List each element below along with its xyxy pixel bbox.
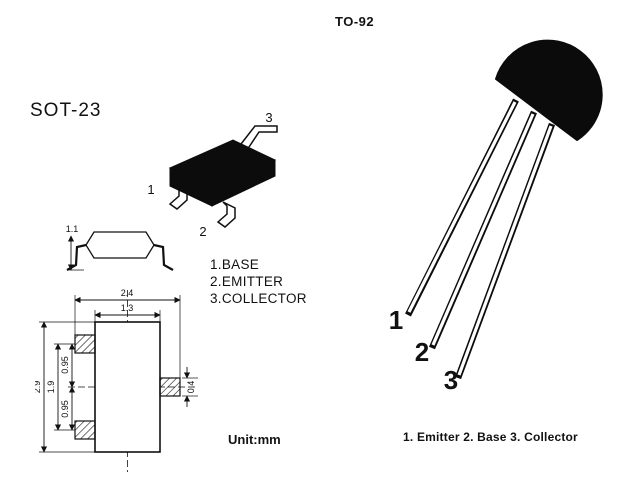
sot23-3d-pin2-label: 2 bbox=[199, 224, 206, 239]
sot23-pin-function-list: 1.BASE 2.EMITTER 3.COLLECTOR bbox=[210, 256, 307, 307]
dim-body-height-label: 2.9 bbox=[35, 381, 42, 394]
sot23-pin3-function: 3.COLLECTOR bbox=[210, 291, 307, 306]
dim-pitch-upper-label: 0.95 bbox=[60, 356, 70, 374]
sot23-footprint-lead-3 bbox=[159, 377, 181, 397]
to92-leads bbox=[405, 98, 556, 380]
to92-pin3-label: 3 bbox=[444, 365, 458, 395]
sot23-footprint-lead-1 bbox=[74, 334, 96, 354]
to92-pinout-caption: 1. Emitter 2. Base 3. Collector bbox=[403, 430, 578, 444]
to92-pin2-label: 2 bbox=[415, 337, 429, 367]
to92-package-title: TO-92 bbox=[335, 14, 375, 29]
sot23-3d-body-side bbox=[211, 159, 276, 207]
unit-note: Unit:mm bbox=[228, 432, 281, 447]
sot23-3d-drawing: 3 1 2 bbox=[147, 110, 278, 239]
sot23-footprint-drawing: 2.4 1.3 2.9 1.9 0.95 0.95 0.4 bbox=[35, 288, 198, 472]
sot23-footprint-lead-2 bbox=[74, 420, 96, 440]
sot23-package-title: SOT-23 bbox=[30, 100, 102, 121]
dim-pitch-lower-label: 0.95 bbox=[60, 400, 70, 418]
sot23-side-view-drawing: 1.1 bbox=[66, 224, 174, 271]
sot23-side-body bbox=[85, 231, 155, 259]
dim-body-width-label: 1.3 bbox=[121, 303, 134, 313]
sot23-pin1-function: 1.BASE bbox=[210, 257, 260, 272]
to92-drawing: 1 2 3 bbox=[389, 39, 603, 395]
sot23-side-lead-left bbox=[66, 243, 87, 271]
sot23-3d-lead-2 bbox=[216, 201, 236, 228]
sot23-3d-pin1-label: 1 bbox=[147, 182, 154, 197]
to92-body bbox=[495, 39, 603, 141]
sot23-footprint-body bbox=[94, 321, 161, 453]
to92-lead-1-core bbox=[407, 101, 517, 313]
to92-pin1-label: 1 bbox=[389, 305, 403, 335]
to92-lead-2-core bbox=[431, 113, 535, 346]
sot23-side-height-label: 1.1 bbox=[66, 224, 79, 234]
sot23-pin2-function: 2.EMITTER bbox=[210, 274, 284, 289]
sot23-3d-pin3-label: 3 bbox=[265, 110, 272, 125]
dim-lead-width-label: 0.4 bbox=[186, 381, 196, 394]
sot23-side-lead-right bbox=[153, 243, 174, 271]
dim-overall-width-label: 2.4 bbox=[121, 288, 134, 298]
dim-lead-span-label: 1.9 bbox=[46, 381, 56, 394]
to92-lead-3-core bbox=[457, 125, 553, 376]
